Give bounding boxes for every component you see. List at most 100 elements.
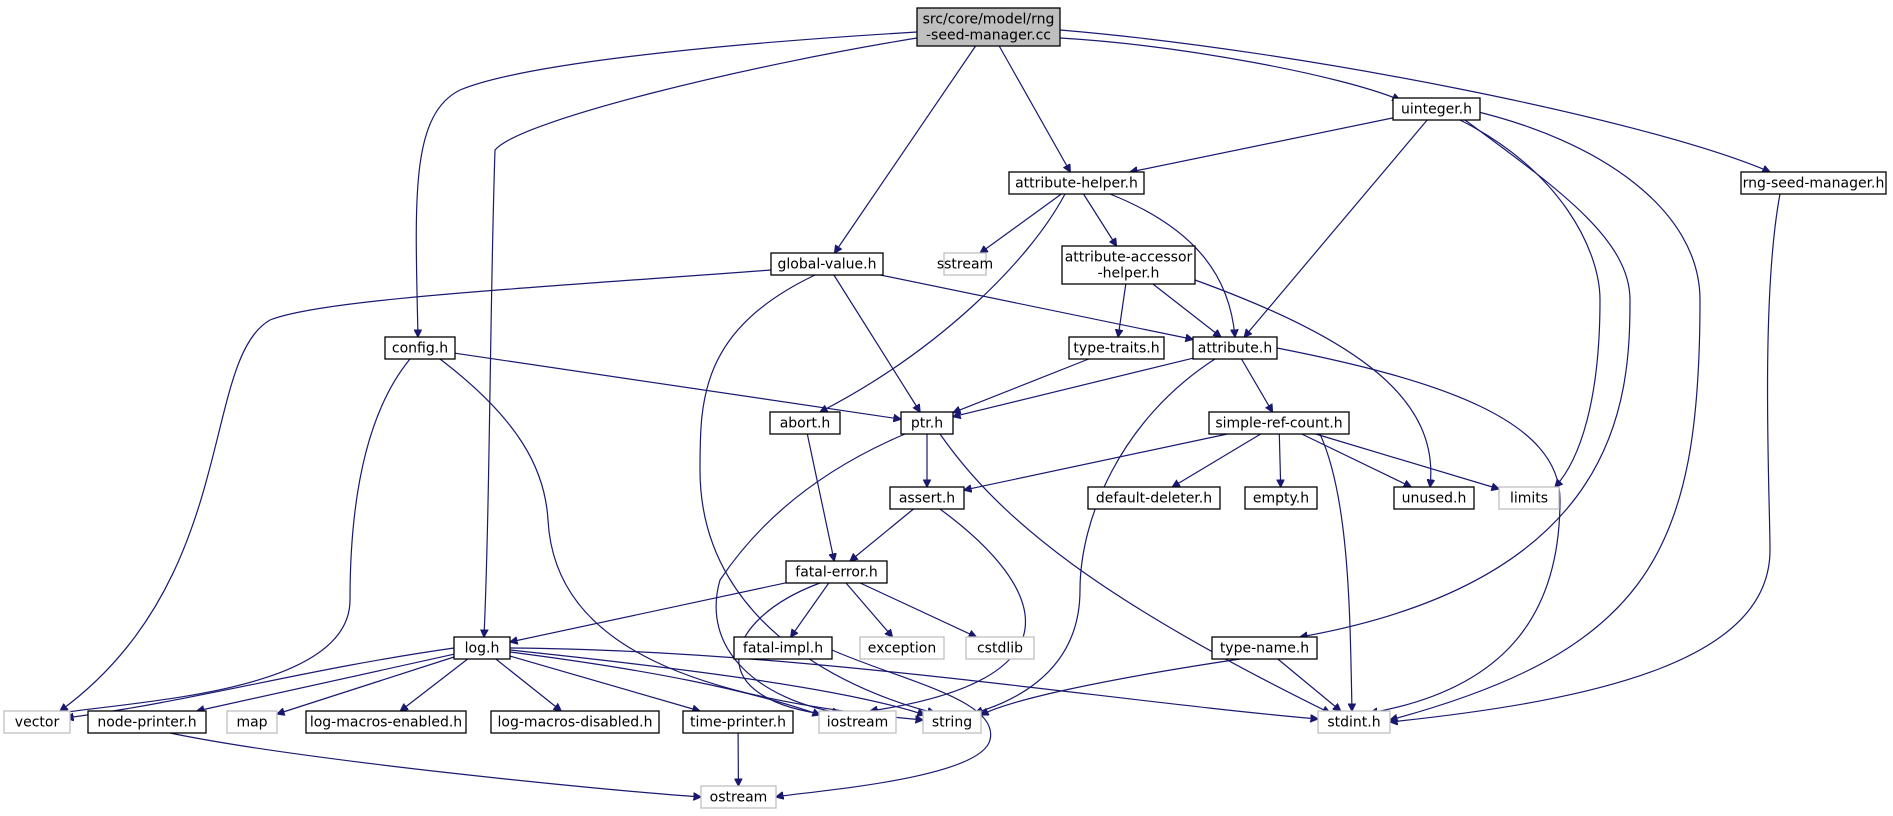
node-attribute[interactable]: attribute.h	[1192, 336, 1278, 360]
edge-attribute-to-ptr	[953, 357, 1194, 417]
edge-root-to-config	[416, 31, 918, 337]
node-type-traits[interactable]: type-traits.h	[1068, 336, 1165, 360]
edge-ptr-to-iostream	[715, 433, 906, 713]
node-box	[1392, 97, 1481, 121]
node-root[interactable]: src/core/model/rng-seed-manager.cc	[916, 7, 1061, 47]
node-label: vector	[15, 715, 60, 731]
node-log-macros-disabled[interactable]: log-macros-disabled.h	[490, 710, 660, 734]
node-label: attribute-helper.h	[1015, 176, 1138, 192]
node-box	[453, 636, 511, 660]
edge-simple-ref-count-to-empty	[1279, 433, 1280, 487]
node-label: unused.h	[1402, 491, 1467, 507]
edge-attribute-to-stdint	[1276, 347, 1561, 713]
edge-simple-ref-count-to-stdint	[1319, 433, 1352, 711]
node-label: log-macros-disabled.h	[498, 715, 653, 731]
node-empty[interactable]: empty.h	[1244, 486, 1318, 510]
node-label: simple-ref-count.h	[1215, 416, 1342, 432]
node-box	[1498, 486, 1560, 510]
edge-log-to-vector	[66, 647, 455, 718]
node-log[interactable]: log.h	[453, 636, 511, 660]
node-box	[490, 710, 660, 734]
edge-config-to-vector	[60, 358, 411, 713]
node-log-macros-enabled[interactable]: log-macros-enabled.h	[305, 710, 467, 734]
edge-uinteger-to-limits	[1459, 119, 1601, 487]
node-node-printer[interactable]: node-printer.h	[87, 710, 207, 734]
node-simple-ref-count[interactable]: simple-ref-count.h	[1208, 411, 1350, 435]
edge-global-value-to-vector	[60, 269, 772, 711]
edge-log-to-log-macros-enabled	[400, 658, 469, 711]
edge-log-to-time-printer	[509, 655, 700, 711]
node-abort[interactable]: abort.h	[769, 411, 841, 435]
node-unused[interactable]: unused.h	[1393, 486, 1475, 510]
node-assert[interactable]: assert.h	[889, 486, 965, 510]
node-box	[900, 411, 954, 435]
edge-attribute-helper-to-sstream	[980, 193, 1062, 253]
node-box	[1192, 336, 1278, 360]
edge-attribute-to-string	[975, 358, 1216, 713]
node-label: cstdlib	[977, 641, 1023, 657]
edge-fatal-error-to-exception	[845, 582, 893, 637]
node-label: rng-seed-manager.h	[1743, 176, 1885, 192]
node-label: type-traits.h	[1073, 341, 1159, 357]
node-label: exception	[868, 641, 936, 657]
node-fatal-error[interactable]: fatal-error.h	[785, 560, 888, 584]
node-label: ostream	[710, 790, 768, 806]
node-box	[305, 710, 467, 734]
edge-attribute-accessor-helper-to-type-traits	[1118, 283, 1127, 337]
edge-ptr-to-stdint	[939, 433, 1330, 713]
node-label: config.h	[392, 341, 448, 357]
node-label: default-deleter.h	[1096, 491, 1212, 507]
edge-attribute-to-simple-ref-count	[1240, 358, 1273, 412]
node-label: -helper.h	[1098, 266, 1160, 282]
edge-type-name-to-stdint	[1277, 658, 1341, 711]
edge-attribute-helper-to-attribute	[1109, 193, 1235, 337]
node-box	[1208, 411, 1350, 435]
edge-attribute-accessor-helper-to-attribute	[1152, 283, 1221, 337]
node-label: fatal-impl.h	[743, 641, 823, 657]
node-config[interactable]: config.h	[384, 336, 456, 360]
node-box	[922, 710, 982, 734]
node-global-value[interactable]: global-value.h	[770, 252, 884, 276]
edge-root-to-log	[484, 37, 918, 637]
edge-log-to-string	[509, 649, 925, 715]
node-cstdlib: cstdlib	[965, 636, 1035, 660]
edge-type-traits-to-ptr	[953, 358, 1089, 413]
node-rng-seed-manager-h[interactable]: rng-seed-manager.h	[1740, 171, 1887, 195]
node-box	[1008, 171, 1145, 195]
edge-node-printer-to-ostream	[169, 732, 701, 797]
node-label: attribute-accessor	[1065, 250, 1193, 266]
node-label: map	[236, 715, 267, 731]
node-attribute-helper[interactable]: attribute-helper.h	[1008, 171, 1145, 195]
node-string: string	[922, 710, 982, 734]
edge-log-to-stdint	[509, 647, 1318, 719]
node-box	[916, 7, 1061, 47]
node-time-printer[interactable]: time-printer.h	[682, 710, 794, 734]
node-ptr[interactable]: ptr.h	[900, 411, 954, 435]
node-sstream: sstream	[937, 252, 993, 276]
edge-fatal-error-to-log	[510, 582, 787, 642]
node-attribute-accessor-helper[interactable]: attribute-accessor-helper.h	[1061, 245, 1196, 285]
node-label: string	[932, 715, 972, 731]
node-type-name[interactable]: type-name.h	[1211, 636, 1318, 660]
node-box	[3, 710, 71, 734]
node-fatal-impl[interactable]: fatal-impl.h	[733, 636, 833, 660]
node-label: type-name.h	[1220, 641, 1309, 657]
node-label: attribute.h	[1198, 341, 1272, 357]
node-label: abort.h	[780, 416, 831, 432]
node-label: global-value.h	[778, 257, 877, 273]
edge-assert-to-fatal-error	[850, 508, 914, 561]
edge-config-to-string	[439, 358, 923, 720]
edge-attribute-accessor-helper-to-unused	[1194, 279, 1431, 487]
edge-log-to-node-printer	[197, 653, 455, 711]
node-uinteger[interactable]: uinteger.h	[1392, 97, 1481, 121]
node-box	[384, 336, 456, 360]
node-box	[1317, 710, 1391, 734]
edge-root-to-attribute-helper	[998, 45, 1070, 172]
node-label: sstream	[937, 257, 993, 273]
edge-global-value-to-string	[699, 274, 935, 713]
edge-simple-ref-count-to-assert	[964, 433, 1228, 490]
node-box	[1740, 171, 1887, 195]
node-label: log-macros-enabled.h	[310, 715, 462, 731]
node-default-deleter[interactable]: default-deleter.h	[1087, 486, 1221, 510]
